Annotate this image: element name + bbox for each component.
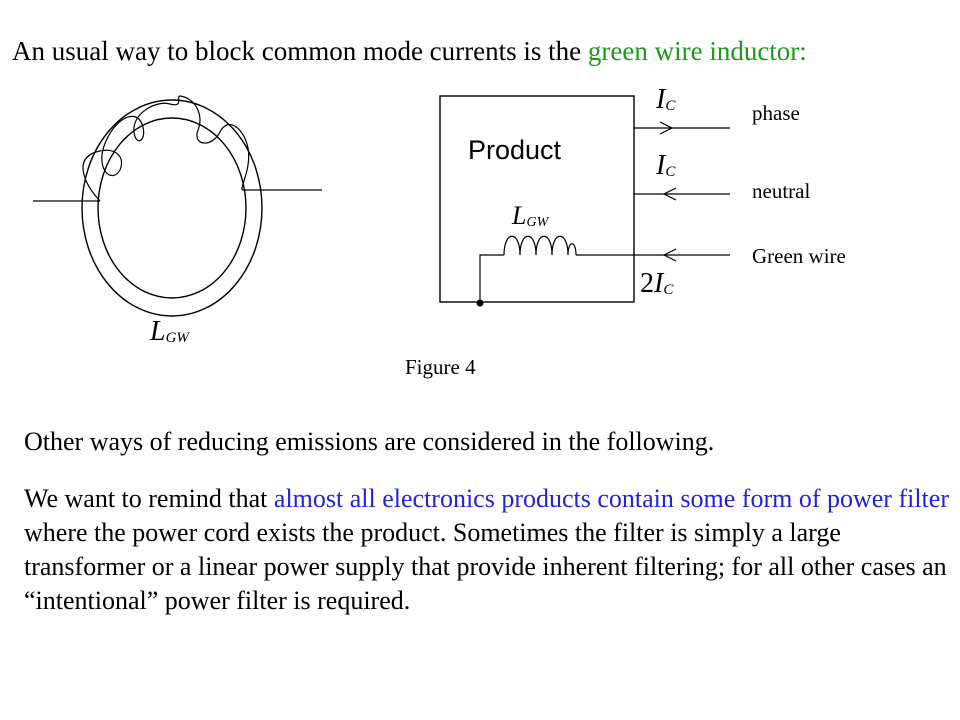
toroid-inductor-label: LGW (149, 316, 190, 347)
internal-inductor-coil (503, 235, 577, 256)
internal-ground-lead (479, 254, 504, 302)
heading-highlight: green wire inductor: (587, 36, 807, 66)
phase-current-label: IC (655, 84, 676, 115)
neutral-label: neutral (752, 179, 810, 203)
toroid-inner-ring (97, 117, 247, 299)
para2-text-end: where the power cord exists the product.… (24, 518, 947, 615)
circuit-figure: LGW LGW IC IC 2IC phase neutral Green wi… (33, 84, 846, 347)
product-label: Product (468, 135, 562, 165)
toroid-outer-ring (81, 99, 263, 317)
para2-highlight: almost all electronics products contain … (273, 484, 949, 513)
green-wire-label: Green wire (752, 244, 846, 268)
phase-label: phase (752, 101, 800, 125)
figure-caption: Figure 4 (405, 355, 476, 379)
page-heading: An usual way to block common mode curren… (12, 36, 807, 67)
green-current-arrow (662, 248, 677, 262)
product-box (439, 95, 635, 303)
neutral-current-label: IC (655, 150, 676, 181)
para2-text-start: We want to remind that (24, 484, 274, 513)
phase-current-arrow (659, 121, 674, 135)
paragraph-other-ways: Other ways of reducing emissions are con… (24, 427, 715, 456)
internal-inductor-label: LGW (511, 201, 550, 230)
ground-junction-dot (476, 299, 484, 307)
heading-text: An usual way to block common mode curren… (12, 36, 588, 66)
neutral-current-arrow (662, 187, 677, 201)
paragraph-power-filter: We want to remind that almost all electr… (24, 482, 954, 618)
green-current-label: 2IC (640, 268, 674, 299)
toroid-winding (82, 95, 250, 202)
